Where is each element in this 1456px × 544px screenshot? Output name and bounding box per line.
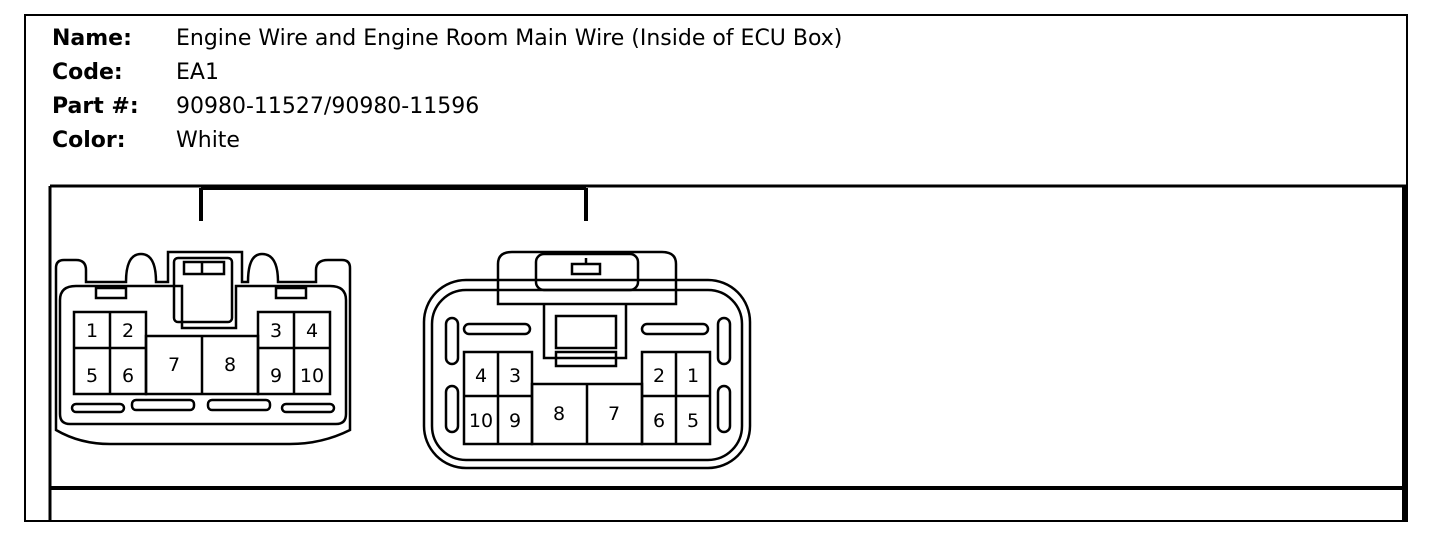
- left-connector: [54, 250, 352, 446]
- right-connector-pins: 4 3 2 1 10 9 8 7 6 5: [469, 365, 699, 432]
- connection-bracket: [199, 186, 588, 221]
- right-pin-label: 10: [469, 410, 493, 432]
- part-label: Part #:: [52, 94, 139, 119]
- right-pin-label: 7: [608, 403, 620, 425]
- left-pin-label: 2: [122, 320, 134, 342]
- left-pin-label: 4: [306, 320, 318, 342]
- code-label: Code:: [52, 60, 123, 85]
- left-pin-label: 7: [168, 354, 180, 376]
- right-pin-label: 4: [475, 365, 487, 387]
- left-connector-latch: [172, 256, 234, 324]
- left-pin-label: 1: [86, 320, 98, 342]
- left-connector-cavity: [58, 284, 348, 426]
- right-connector-latch: [496, 250, 678, 306]
- left-pin-label: 8: [224, 354, 236, 376]
- left-pin-label: 6: [122, 365, 134, 387]
- left-connector-housing: [54, 250, 352, 446]
- left-pin-label: 10: [300, 365, 324, 387]
- right-pin-label: 1: [687, 365, 699, 387]
- left-connector-pins: 1 2 3 4 5 6 7 8 9 10: [86, 320, 324, 387]
- left-pin-label: 3: [270, 320, 282, 342]
- left-pin-label: 5: [86, 365, 98, 387]
- part-value: 90980-11527/90980-11596: [176, 94, 480, 119]
- right-pin-label: 3: [509, 365, 521, 387]
- right-pin-label: 2: [653, 365, 665, 387]
- right-pin-label: 8: [553, 403, 565, 425]
- left-pin-label: 9: [270, 365, 282, 387]
- drawing-area: [48, 184, 1406, 522]
- name-value: Engine Wire and Engine Room Main Wire (I…: [176, 26, 843, 51]
- right-connector: [422, 250, 752, 470]
- right-pin-label: 5: [687, 410, 699, 432]
- diagram-frame: [24, 14, 1408, 522]
- right-pin-label: 9: [509, 410, 521, 432]
- color-label: Color:: [52, 128, 126, 153]
- right-connector-housing: [422, 278, 752, 470]
- code-value: EA1: [176, 60, 219, 85]
- color-value: White: [176, 128, 240, 153]
- name-label: Name:: [52, 26, 132, 51]
- right-pin-label: 6: [653, 410, 665, 432]
